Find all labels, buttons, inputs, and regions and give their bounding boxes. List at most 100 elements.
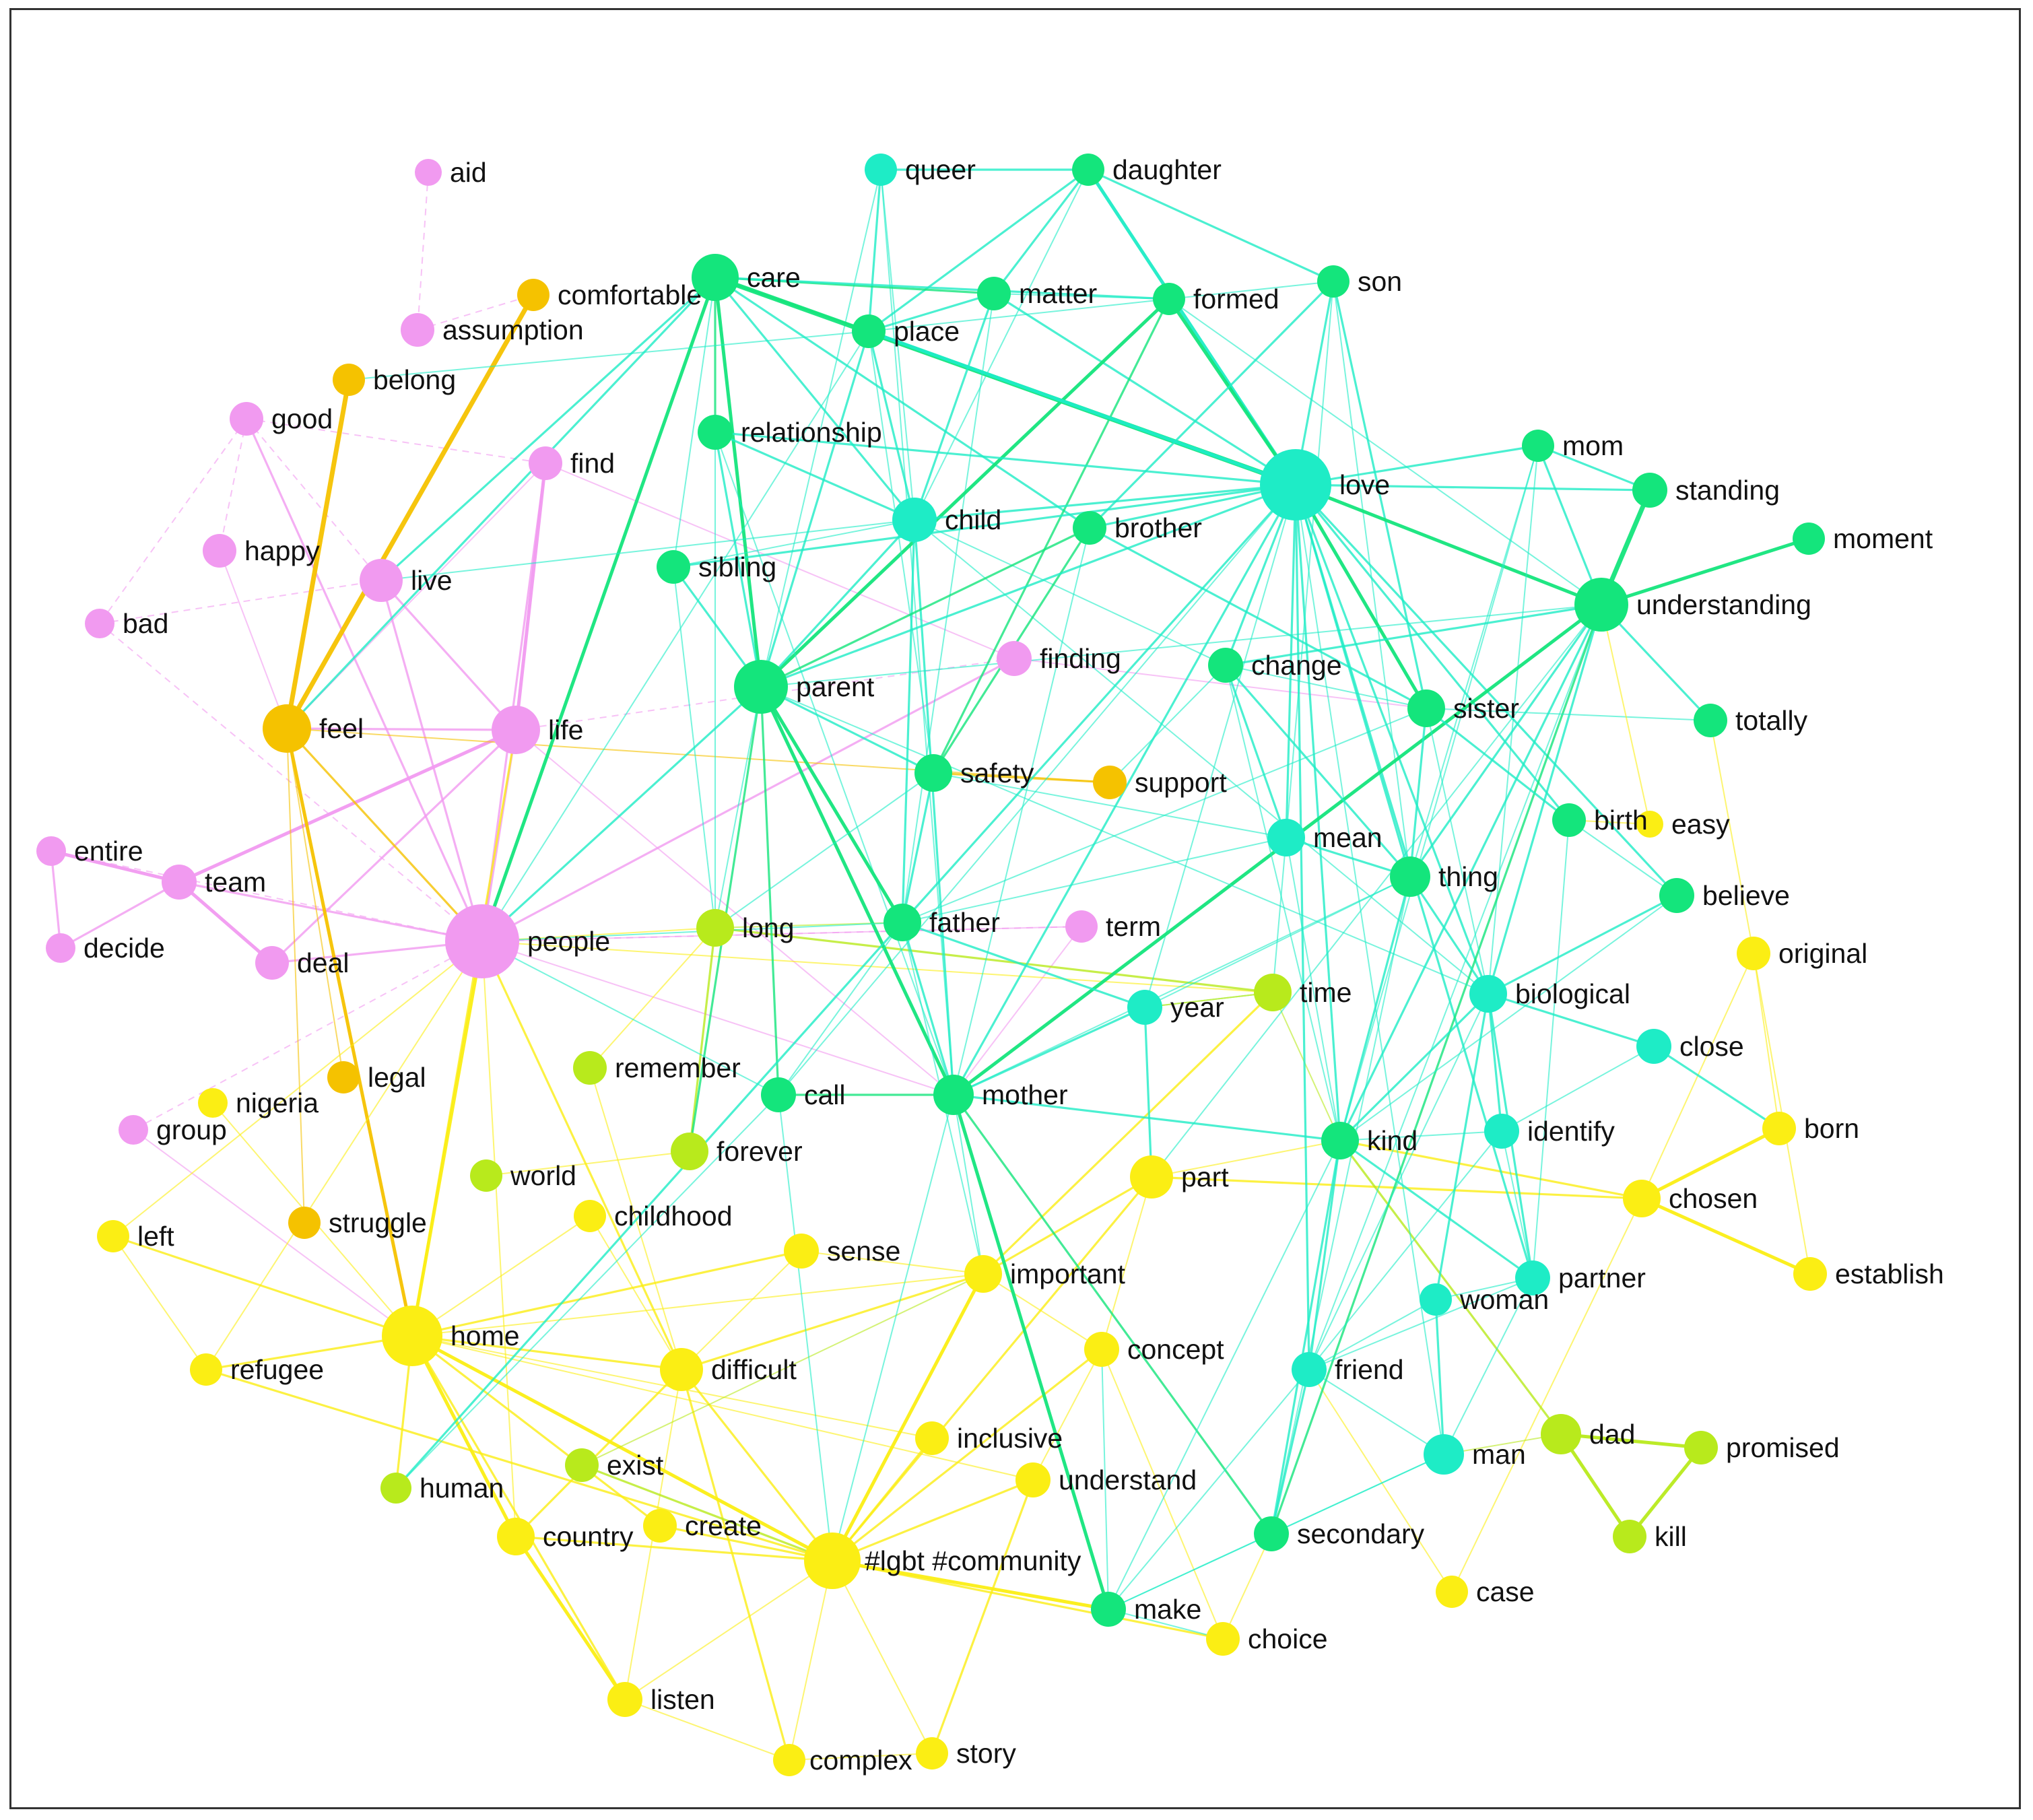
node-dot-father (884, 904, 921, 941)
node-label-deal: deal (297, 947, 349, 978)
edge-child-parent (760, 518, 916, 688)
node-happy: happy (203, 534, 320, 568)
node-legal: legal (327, 1061, 426, 1093)
node-label-entire: entire (74, 836, 143, 867)
edge-relationship-parent (714, 432, 762, 687)
edge-entire-team (51, 849, 180, 884)
edge-father-call (778, 922, 903, 1096)
node-kind: kind (1321, 1122, 1418, 1159)
edge-feel-struggle (286, 728, 305, 1223)
node-label-part: part (1181, 1161, 1229, 1192)
node-label-group: group (156, 1114, 227, 1145)
edge-place-safety (868, 331, 934, 774)
edge-born-original (1753, 953, 1780, 1129)
edge-mother-important (953, 1094, 984, 1275)
edge-understanding-biological (1487, 604, 1603, 995)
node-understand: understand (1015, 1462, 1197, 1497)
edge-understanding-secondary (1270, 604, 1603, 1535)
node-struggle: struggle (288, 1207, 427, 1239)
node-assumption: assumption (401, 313, 584, 347)
node-dot-happy (203, 534, 236, 568)
node-dot-identify (1484, 1114, 1519, 1149)
node-dot-mean (1267, 819, 1305, 856)
edge-friend-make (1108, 1369, 1310, 1610)
node-dot-term (1065, 910, 1098, 943)
node-man: man (1424, 1434, 1526, 1475)
edge-country-lgbt (515, 1535, 833, 1562)
node-dot-human (380, 1473, 411, 1504)
edge-care-people (480, 277, 717, 942)
node-label-people: people (527, 926, 610, 957)
node-dot-woman (1420, 1283, 1452, 1316)
node-establish: establish (1793, 1257, 1944, 1291)
node-label-concept: concept (1127, 1334, 1224, 1365)
edge-brother-parent (760, 527, 1090, 688)
node-place: place (852, 314, 960, 348)
node-dot-support (1093, 766, 1127, 799)
node-secondary: secondary (1254, 1516, 1425, 1551)
node-mean: mean (1267, 819, 1382, 856)
edge-home-difficult (411, 1335, 682, 1371)
edge-formed-understanding (1168, 298, 1602, 605)
node-nigeria: nigeria (198, 1087, 319, 1118)
node-dot-matter (977, 277, 1011, 310)
edge-place-people (481, 331, 869, 942)
node-label-believe: believe (1702, 880, 1790, 911)
node-dot-brother (1073, 511, 1106, 545)
edge-sister-totally (1426, 708, 1711, 721)
node-dot-love (1260, 449, 1331, 520)
node-label-father: father (929, 907, 1000, 938)
node-moment: moment (1793, 523, 1933, 555)
node-close: close (1636, 1029, 1744, 1064)
node-dot-understand (1015, 1462, 1051, 1497)
node-label-decide: decide (84, 933, 165, 964)
edge-matter-formed (993, 293, 1170, 300)
edge-mom-thing (1409, 445, 1539, 877)
node-label-woman: woman (1459, 1284, 1549, 1315)
node-dot-formed (1153, 283, 1185, 315)
node-entire: entire (36, 836, 143, 867)
edge-childhood-difficult (589, 1215, 682, 1370)
edge-mother-make (952, 1094, 1110, 1610)
edge-part-chosen (1151, 1176, 1642, 1200)
edge-woman-man (1434, 1299, 1445, 1455)
edge-mean-thing (1286, 836, 1411, 878)
node-dot-relationship (698, 415, 733, 450)
node-partner: partner (1515, 1260, 1646, 1295)
node-label-world: world (510, 1160, 576, 1191)
node-label-sense: sense (827, 1236, 900, 1267)
edge-parent-biological (760, 686, 1489, 995)
edge-country-difficult (514, 1368, 683, 1538)
edge-dad-promised (1560, 1432, 1702, 1450)
edge-chosen-kind (1339, 1139, 1642, 1200)
node-label-born: born (1804, 1113, 1859, 1144)
edge-exist-important (581, 1273, 984, 1466)
edge-understanding-kind (1339, 604, 1603, 1141)
edge-dad-kind (1339, 1140, 1562, 1435)
node-home: home (382, 1306, 520, 1366)
edge-lgbt-important (830, 1273, 985, 1562)
node-label-comfortable: comfortable (558, 279, 702, 310)
edge-identify-partner (1501, 1131, 1533, 1279)
node-label-struggle: struggle (329, 1207, 427, 1238)
edge-people-finding (481, 657, 1015, 943)
edge-good-happy (219, 418, 247, 551)
edge-layer (50, 168, 1811, 1761)
edge-sister-birth (1426, 707, 1570, 821)
node-dot-son (1317, 265, 1349, 298)
edge-mean-time (1272, 837, 1287, 993)
node-parent: parent (734, 660, 875, 714)
edge-lgbt-choice (832, 1559, 1224, 1640)
node-label-friend: friend (1335, 1354, 1404, 1385)
edge-brother-sister (1089, 527, 1427, 710)
node-label-nigeria: nigeria (236, 1087, 319, 1118)
edge-matter-place (868, 292, 995, 333)
node-label-belong: belong (373, 364, 456, 395)
node-standing: standing (1632, 473, 1780, 508)
edge-mom-standing (1537, 444, 1651, 492)
edge-woman-friend (1308, 1299, 1436, 1370)
edge-good-bad (99, 418, 247, 624)
node-label-story: story (956, 1738, 1016, 1769)
node-label-bad: bad (123, 608, 168, 639)
